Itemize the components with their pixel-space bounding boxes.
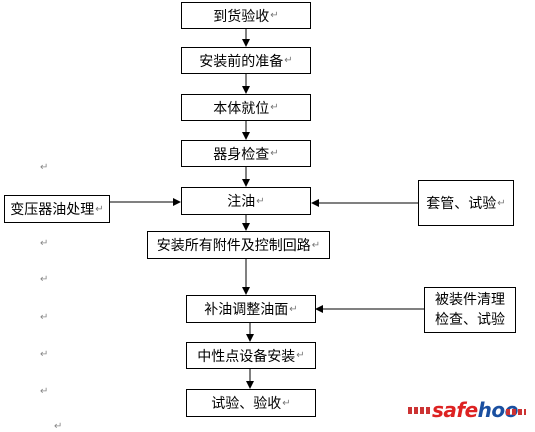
paragraph-mark: ↵ <box>270 148 279 159</box>
paragraph-mark: ↵ <box>95 203 104 215</box>
paragraph-mark: ↵ <box>40 162 49 173</box>
paragraph-mark: ↵ <box>289 303 298 315</box>
step-9-label: 试验、验收 <box>211 396 282 412</box>
watermark-dots-right <box>506 409 526 415</box>
right-input-parts-cleaning: 被装件清理 检查、试验 <box>424 287 516 333</box>
step-1-arrival-acceptance: 到货验收↵ <box>181 2 311 29</box>
paragraph-mark: ↵ <box>284 55 293 66</box>
step-5-label: 注油 <box>227 194 256 210</box>
paragraph-mark: ↵ <box>497 197 506 209</box>
paragraph-mark: ↵ <box>256 195 265 207</box>
paragraph-mark: ↵ <box>270 10 279 21</box>
step-6-install-accessories: 安装所有附件及控制回路↵ <box>147 231 330 259</box>
right-input-1-label: 套管、试验 <box>426 196 497 212</box>
paragraph-mark: ↵ <box>270 102 279 113</box>
step-3-body-positioning: 本体就位↵ <box>181 94 311 121</box>
paragraph-mark: ↵ <box>40 386 49 397</box>
watermark-dots-left <box>408 407 432 414</box>
paragraph-mark: ↵ <box>40 238 49 249</box>
paragraph-mark: ↵ <box>311 239 321 251</box>
left-input-label: 变压器油处理 <box>10 202 95 218</box>
step-2-label: 安装前的准备 <box>199 53 284 70</box>
safehoo-watermark-logo: safehoo <box>408 398 526 422</box>
paragraph-mark: ↵ <box>296 350 305 361</box>
step-3-label: 本体就位 <box>213 100 270 117</box>
right-input-2-line-1: 被装件清理 <box>435 292 505 308</box>
paragraph-mark: ↵ <box>40 312 49 323</box>
paragraph-mark: ↵ <box>282 397 291 409</box>
step-7-oil-topup-level: 补油调整油面↵ <box>186 295 316 323</box>
right-input-2-line-2: 检查、试验 <box>435 312 505 328</box>
right-input-bushing-test: 套管、试验↵ <box>418 180 514 226</box>
step-8-neutral-equipment-install: 中性点设备安装↵ <box>186 342 316 369</box>
paragraph-mark: ↵ <box>40 349 49 360</box>
step-1-label: 到货验收 <box>213 8 270 25</box>
paragraph-mark: ↵ <box>40 274 49 285</box>
step-9-test-acceptance: 试验、验收↵ <box>186 389 316 417</box>
step-5-oil-filling: 注油↵ <box>181 187 311 215</box>
paragraph-mark: ↵ <box>54 421 63 432</box>
watermark-word: safehoo <box>432 398 518 422</box>
left-input-oil-treatment: 变压器油处理↵ <box>4 195 110 223</box>
step-7-label: 补油调整油面 <box>204 302 289 318</box>
step-2-pre-install-prep: 安装前的准备↵ <box>181 47 311 74</box>
step-6-label: 安装所有附件及控制回路 <box>156 238 311 254</box>
step-8-label: 中性点设备安装 <box>197 348 296 365</box>
step-4-core-inspection: 器身检查↵ <box>181 140 311 167</box>
watermark-part-1: safe <box>432 398 478 422</box>
step-4-label: 器身检查 <box>213 146 270 163</box>
